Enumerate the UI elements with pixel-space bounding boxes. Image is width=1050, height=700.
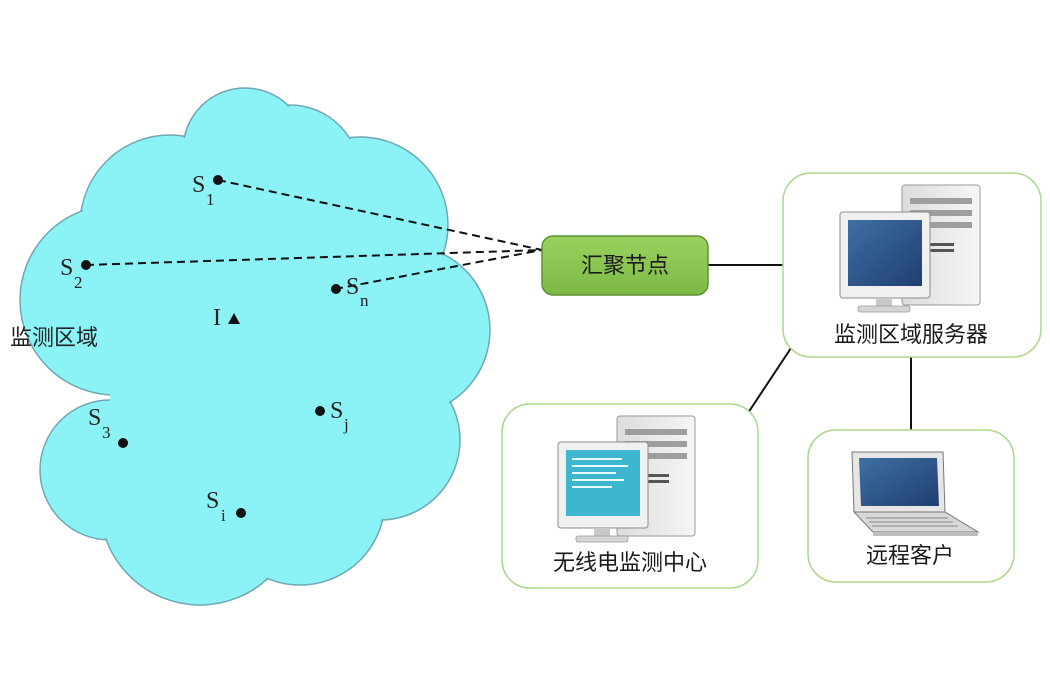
sensor-si: S i <box>206 488 246 525</box>
link-s2 <box>85 249 543 266</box>
region-server-label: 监测区域服务器 <box>834 323 988 348</box>
sensor-name: S <box>192 172 205 198</box>
sensor-name: S <box>346 274 359 300</box>
sensor-dot <box>213 175 223 185</box>
sensor-links <box>85 179 543 290</box>
sensor-s3: S 3 <box>88 405 128 448</box>
radio-monitoring-center-label: 无线电监测中心 <box>553 551 707 576</box>
sensor-name: S <box>330 398 343 424</box>
sensor-dot <box>315 406 325 416</box>
sensor-s2: S 2 <box>60 255 91 292</box>
laptop-icon <box>851 451 980 536</box>
network-links <box>708 264 912 430</box>
sensor-subscript: n <box>360 291 369 310</box>
sensor-name: S <box>60 255 73 281</box>
sensor-dot <box>118 438 128 448</box>
desktop-computer-icon <box>557 415 696 543</box>
link-s1 <box>217 179 543 251</box>
sensor-dot <box>236 508 246 518</box>
sensor-name: S <box>206 488 219 514</box>
sensor-subscript: j <box>343 415 349 434</box>
sensor-name: S <box>88 405 101 431</box>
interference-source: I <box>213 305 240 331</box>
remote-client: 远程客户 <box>807 429 1015 583</box>
region-server: 监测区域服务器 <box>782 172 1042 358</box>
radio-monitoring-center: 无线电监测中心 <box>501 403 759 589</box>
link-sn <box>334 249 543 290</box>
sensor-s1: S 1 <box>192 172 223 209</box>
remote-client-label: 远程客户 <box>866 544 954 569</box>
monitoring-region-cloud <box>19 87 491 606</box>
triangle-icon <box>228 313 240 324</box>
sensor-sn: S n <box>331 274 369 310</box>
desktop-computer-icon <box>839 184 981 313</box>
interference-label: I <box>213 305 221 331</box>
sensor-dot <box>331 284 341 294</box>
sensor-dot <box>81 260 91 270</box>
sensor-sj: S j <box>315 398 349 434</box>
sensor-subscript: 1 <box>206 190 215 209</box>
sensor-subscript: i <box>221 506 226 525</box>
aggregation-node: 汇聚节点 <box>541 235 709 296</box>
monitoring-region-label: 监测区域 <box>10 326 98 351</box>
link-server-center <box>747 344 794 414</box>
aggregation-node-label: 汇聚节点 <box>581 254 669 279</box>
sensor-subscript: 3 <box>102 423 111 442</box>
sensor-subscript: 2 <box>74 273 83 292</box>
